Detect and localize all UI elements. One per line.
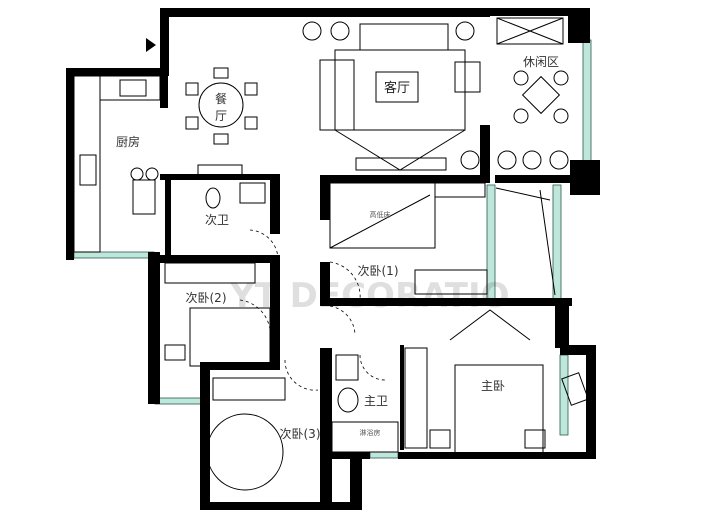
label-living: 客厅 <box>384 80 410 96</box>
label-bedroom2: 次卧(2) <box>186 291 227 305</box>
label-leisure: 休闲区 <box>523 55 559 69</box>
label-master-bath: 主卫 <box>364 394 388 408</box>
dining-table <box>198 82 244 128</box>
entrance-arrow-icon <box>146 38 156 52</box>
label-dining: 餐 <box>215 91 227 106</box>
label-kitchen: 厨房 <box>116 134 140 149</box>
label-dining-2: 厅 <box>215 109 227 123</box>
label-shower: 淋浴房 <box>360 428 381 437</box>
label-bunk-bed: 高低床 <box>370 210 391 219</box>
furniture <box>73 17 589 491</box>
label-bedroom3: 次卧(3) <box>280 427 321 441</box>
label-bedroom1: 次卧(1) <box>358 264 399 278</box>
watermark: YT DECORATIO <box>229 276 510 316</box>
label-master: 主卧 <box>481 379 505 393</box>
walls <box>66 8 600 510</box>
label-guest-bath: 次卫 <box>205 213 229 227</box>
room-labels: 餐 厅 厨房 次卫 客厅 休闲区 次卧(1) 次卧(2) 次卧(3) 主卧 主卫… <box>116 55 559 441</box>
